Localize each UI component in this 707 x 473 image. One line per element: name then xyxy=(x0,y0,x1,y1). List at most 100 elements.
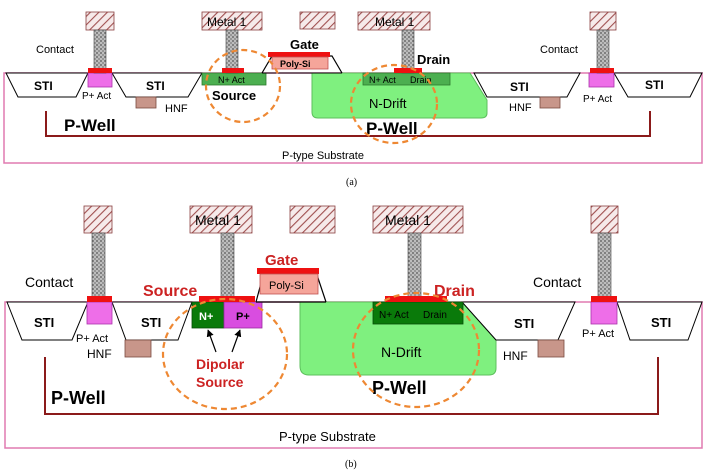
p-plus-label: P+ xyxy=(236,311,250,323)
hnf-label: HNF xyxy=(165,103,188,115)
via-pillar-left xyxy=(91,232,106,298)
dipolar-source-label: Source xyxy=(196,374,244,390)
contact-strip-drain xyxy=(394,68,422,73)
sti-trench-2 xyxy=(111,301,193,341)
gate-label: Gate xyxy=(290,37,319,52)
p-plus-active-right xyxy=(590,301,618,325)
sti-trench-3 xyxy=(473,72,581,98)
via-pillar-right xyxy=(596,29,610,74)
drain-label: Drain xyxy=(417,52,450,67)
p-plus-act-label: P+ Act xyxy=(583,94,612,105)
sti-trench-2 xyxy=(111,72,203,98)
dipolar-label: Dipolar xyxy=(196,356,245,372)
sti-trench-4 xyxy=(616,301,703,341)
gate-contact-strip xyxy=(257,268,319,274)
contact-label: Contact xyxy=(25,274,73,290)
sti-label: STI xyxy=(34,79,53,93)
panel-a: STI STI STI STI P+ Act P+ Act HNF HNF N+… xyxy=(3,11,703,188)
via-pillar-left xyxy=(93,29,107,74)
hnf-right xyxy=(539,96,561,109)
p-well-boundary xyxy=(45,111,651,137)
metal1-label: Metal 1 xyxy=(385,212,431,228)
source-highlight-circle xyxy=(204,48,282,124)
contact-label: Contact xyxy=(533,274,581,290)
hnf-left xyxy=(135,96,157,109)
contact-pad-right[interactable] xyxy=(590,205,619,234)
p-plus-active-left xyxy=(86,301,113,325)
metal1-label: Metal 1 xyxy=(375,15,415,29)
sti-label: STI xyxy=(645,78,664,92)
contact-pad-left[interactable] xyxy=(85,11,115,31)
sti-trench-1 xyxy=(6,301,89,341)
gate-contact-pad[interactable] xyxy=(289,205,336,234)
dipolar-arrow-p xyxy=(231,329,242,353)
metal1-label: Metal 1 xyxy=(207,15,247,29)
source-label: Source xyxy=(212,88,256,103)
p-plus-act-label: P+ Act xyxy=(76,333,108,345)
sti-trench-1 xyxy=(5,72,89,98)
n-plus-act-label: N+ Act xyxy=(218,75,245,85)
contact-strip-source xyxy=(222,68,244,73)
via-pillar-source xyxy=(220,232,235,298)
metal1-drain-pad[interactable] xyxy=(357,11,431,31)
p-plus-region xyxy=(223,301,263,329)
metal1-drain-pad[interactable] xyxy=(372,205,464,234)
poly-si-label: Poly-Si xyxy=(269,280,304,292)
n-plus-act-drain-label: N+ Act xyxy=(369,75,396,85)
contact-label: Contact xyxy=(36,44,74,56)
contact-strip-source xyxy=(199,296,255,302)
sti-trench-4 xyxy=(613,72,703,98)
drain-highlight-circle xyxy=(349,63,439,145)
contact-strip-right xyxy=(590,68,614,73)
n-drift-label: N-Drift xyxy=(369,96,407,111)
p-well-label: P-Well xyxy=(372,378,427,398)
metal1-label: Metal 1 xyxy=(195,212,241,228)
contact-pad-right[interactable] xyxy=(589,11,617,31)
drain-small-label: Drain xyxy=(423,310,447,321)
sti-label: STI xyxy=(34,315,54,330)
caption-a: (a) xyxy=(346,177,357,188)
gate-contact-pad[interactable] xyxy=(299,11,336,30)
substrate-label: P-type Substrate xyxy=(282,150,364,162)
n-plus-act-drain-label: N+ Act xyxy=(379,310,409,321)
p-well-boundary xyxy=(44,357,659,415)
sti-label: STI xyxy=(141,315,161,330)
p-plus-act-label: P+ Act xyxy=(582,328,614,340)
contact-label: Contact xyxy=(540,44,578,56)
drain-highlight-circle xyxy=(351,291,481,409)
p-plus-act-label: P+ Act xyxy=(82,91,111,102)
via-pillar-drain xyxy=(407,232,422,298)
drain-small-label: Drain xyxy=(410,75,432,85)
sti-label: STI xyxy=(651,315,671,330)
panel-b: STI STI STI STI P+ Act P+ Act HNF HNF N+… xyxy=(4,205,703,470)
n-plus-label: N+ xyxy=(199,311,213,323)
p-well-label: P-Well xyxy=(64,116,116,135)
source-highlight-circle xyxy=(161,297,289,411)
sti-label: STI xyxy=(510,80,529,94)
sti-label: STI xyxy=(146,79,165,93)
hnf-label: HNF xyxy=(509,102,532,114)
sti-label: STI xyxy=(514,316,534,331)
p-well-label: P-Well xyxy=(366,119,418,138)
metal1-source-pad[interactable] xyxy=(189,205,253,234)
n-drift-label: N-Drift xyxy=(381,344,422,360)
p-plus-active-left xyxy=(87,72,113,88)
caption-b: (b) xyxy=(345,459,357,470)
gate-contact-strip xyxy=(268,52,330,57)
hnf-left xyxy=(124,339,152,358)
hnf-label: HNF xyxy=(87,347,112,361)
poly-si-label: Poly-Si xyxy=(280,59,311,69)
substrate-label: P-type Substrate xyxy=(279,429,376,444)
dipolar-arrow-n xyxy=(206,329,217,353)
contact-strip-right xyxy=(591,296,617,302)
poly-si-gate xyxy=(259,273,319,295)
p-well-label: P-Well xyxy=(51,388,106,408)
drain-label: Drain xyxy=(434,283,475,300)
p-plus-active-right xyxy=(588,72,615,88)
source-label: Source xyxy=(143,283,197,300)
contact-pad-left[interactable] xyxy=(83,205,113,234)
contact-strip-left xyxy=(88,68,112,73)
contact-strip-left xyxy=(87,296,112,302)
hnf-label: HNF xyxy=(503,349,528,363)
